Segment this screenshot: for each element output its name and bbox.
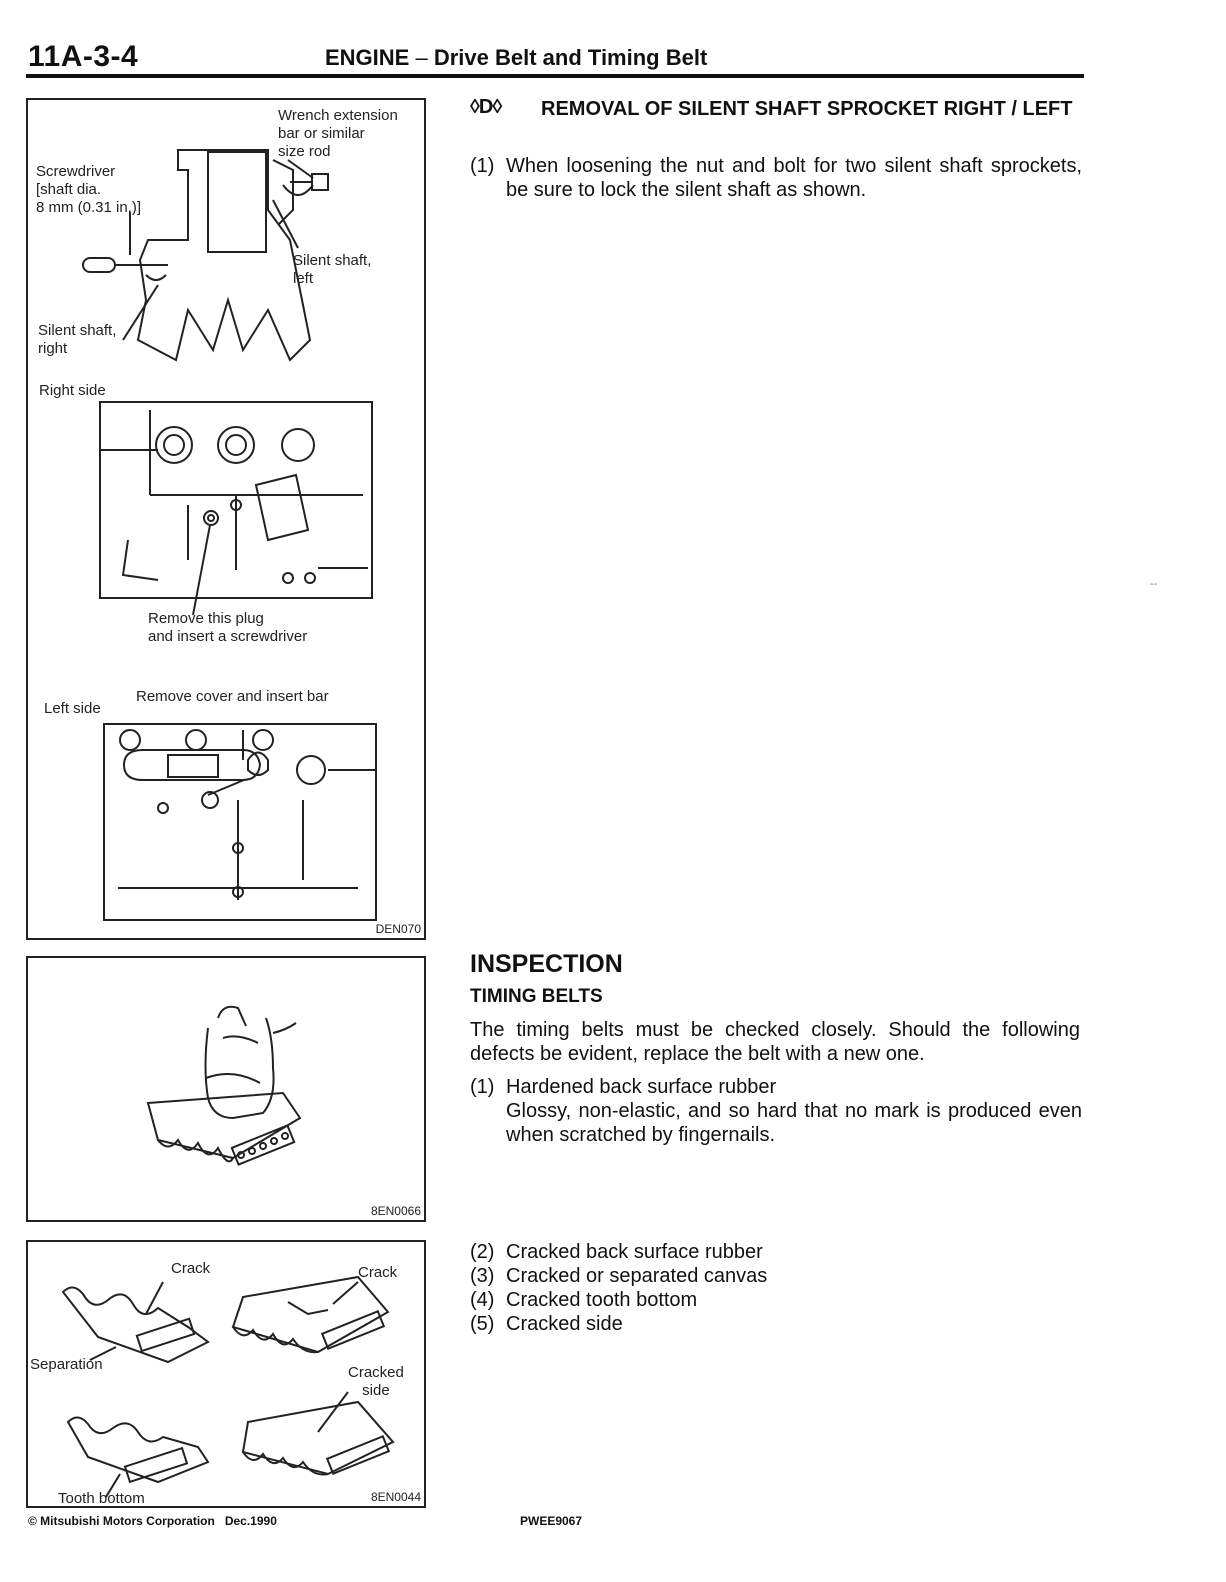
figure-code: DEN070 <box>375 922 421 936</box>
item-text: Cracked or separated canvas <box>506 1265 768 1287</box>
page-title: ENGINE – Drive Belt and Timing Belt <box>325 45 707 71</box>
figure-silent-shaft-lock: Wrench extension bar or similar size rod… <box>26 98 426 940</box>
item-text: Cracked side <box>506 1313 623 1335</box>
label-left-side: Left side <box>44 700 101 717</box>
item-number: (2) <box>470 1241 495 1263</box>
footer-code: PWEE9067 <box>520 1514 583 1528</box>
stray-mark: -- <box>1150 578 1158 590</box>
belt-defects-illustration <box>61 1275 395 1498</box>
label-wrench-extension: Wrench extension bar or similar size rod <box>278 107 398 160</box>
item-number: (3) <box>470 1265 495 1287</box>
item-title: Hardened back surface rubber <box>506 1076 777 1098</box>
label-remove-cover: Remove cover and insert bar <box>136 688 329 705</box>
label-silent-shaft-right: Silent shaft, right <box>38 322 117 357</box>
label-silent-shaft-left: Silent shaft, left <box>293 252 372 287</box>
item-number: (1) <box>470 1076 495 1098</box>
list-item: (5) Cracked side <box>470 1312 870 1336</box>
label-remove-plug: Remove this plug and insert a screwdrive… <box>148 610 308 645</box>
step-text: When loosening the nut and bolt for two … <box>506 155 1082 201</box>
removal-title: REMOVAL OF SILENT SHAFT SPROCKET RIGHT /… <box>541 98 1073 120</box>
engine-block-illustration <box>82 149 377 921</box>
item-text: Cracked back surface rubber <box>506 1241 763 1263</box>
item-number: (5) <box>470 1313 495 1335</box>
label-screwdriver: Screwdriver [shaft dia. 8 mm (0.31 in.)] <box>36 163 142 216</box>
title-separator: – <box>415 45 428 70</box>
section-name: ENGINE <box>325 45 410 70</box>
item-number: (4) <box>470 1289 495 1311</box>
item-text: Cracked tooth bottom <box>506 1289 698 1311</box>
list-item: (4) Cracked tooth bottom <box>470 1288 870 1312</box>
item-description: Glossy, non-elastic, and so hard that no… <box>506 1100 1082 1146</box>
figure-hardened-rubber: 8EN0066 <box>26 956 426 1222</box>
footer-copyright: © Mitsubishi Motors Corporation Dec.1990 <box>28 1514 277 1528</box>
fingernail-belt-illustration <box>146 1005 302 1166</box>
label-crack-2: Crack <box>358 1264 398 1281</box>
inspection-heading: INSPECTION <box>470 950 623 978</box>
procedure-mark: ◊D◊ <box>470 96 502 118</box>
label-separation: Separation <box>30 1356 103 1373</box>
header-rule <box>26 74 1084 78</box>
figure-belt-defects: Crack Crack Separation Cracked side Toot… <box>26 1240 426 1508</box>
list-item: (2) Cracked back surface rubber <box>470 1240 870 1264</box>
inspection-item-1: (1) Hardened back surface rubber Glossy,… <box>470 1075 1082 1147</box>
inspection-intro: The timing belts must be checked closely… <box>470 1019 1080 1065</box>
figure-code: 8EN0066 <box>370 1204 421 1218</box>
defect-list: (2) Cracked back surface rubber (3) Cracke… <box>470 1240 870 1336</box>
label-tooth-bottom: Tooth bottom <box>58 1490 145 1507</box>
page-number: 11A-3-4 <box>28 40 139 73</box>
label-cracked-side: Cracked side <box>348 1364 404 1399</box>
list-item: (3) Cracked or separated canvas <box>470 1264 870 1288</box>
step-number: (1) <box>470 155 495 177</box>
label-crack-1: Crack <box>171 1260 211 1277</box>
timing-belts-heading: TIMING BELTS <box>470 986 603 1007</box>
label-right-side: Right side <box>39 382 106 399</box>
figure-code: 8EN0044 <box>370 1490 421 1504</box>
removal-step-1: (1) When loosening the nut and bolt for … <box>470 154 1082 202</box>
section-subtitle: Drive Belt and Timing Belt <box>433 45 708 70</box>
